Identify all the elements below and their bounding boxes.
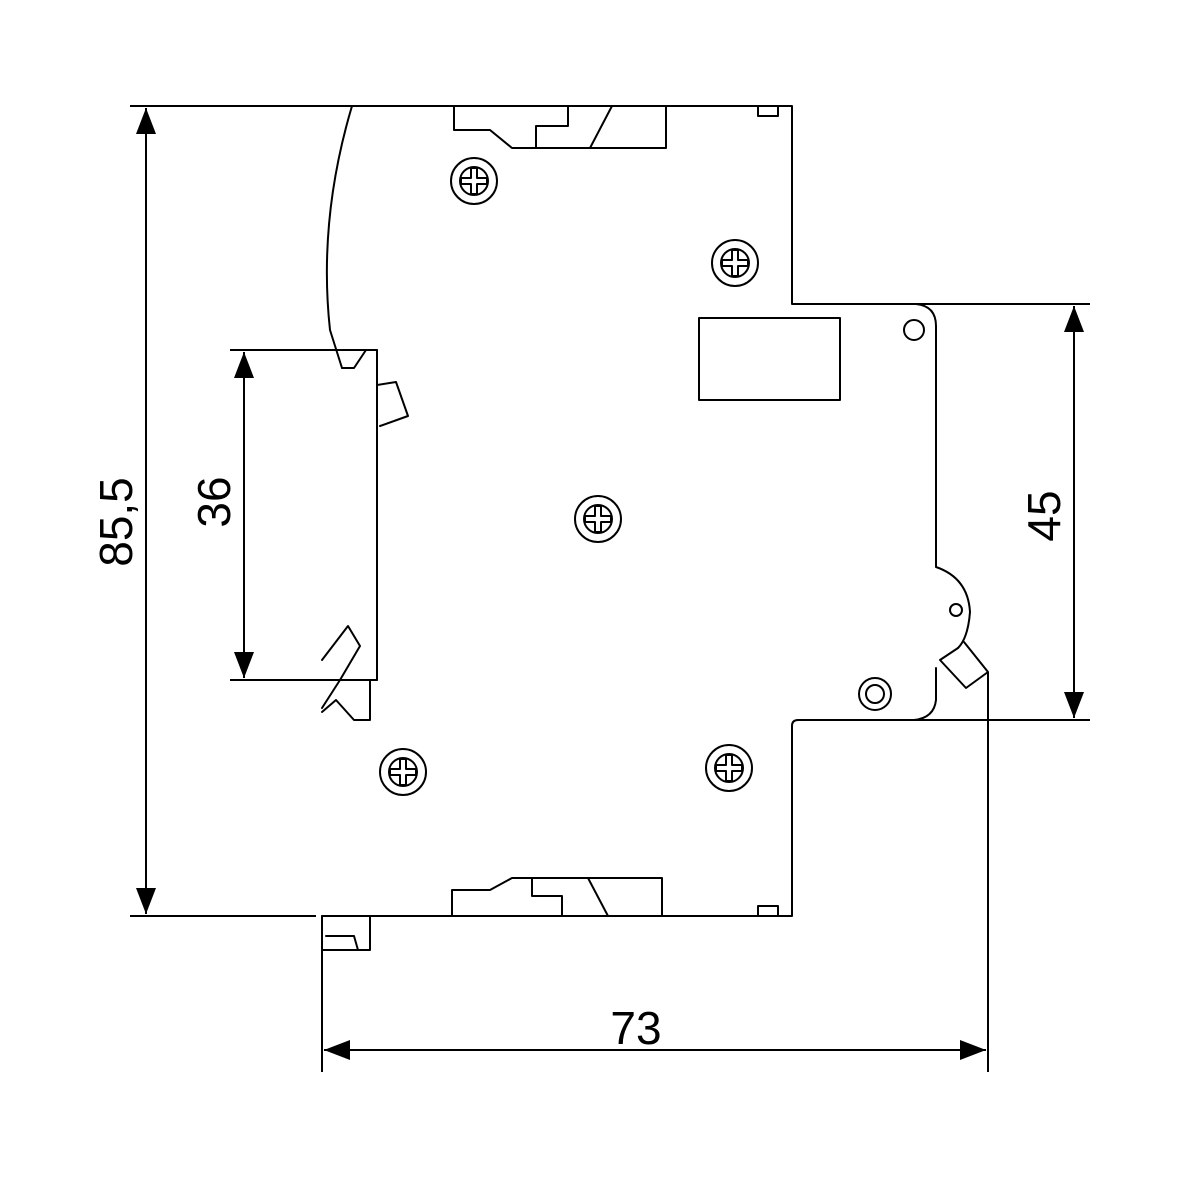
front-height-label: 45	[1018, 490, 1070, 541]
top-terminal	[453, 105, 779, 149]
din-rail-height-label: 36	[188, 476, 240, 527]
breaker-body-outline	[321, 105, 971, 917]
dimension-depth: 73	[321, 672, 989, 1072]
screw-icon	[705, 744, 753, 792]
screw-icon	[450, 157, 498, 205]
overall-height-label: 85,5	[90, 477, 142, 567]
dimension-din-rail-height: 36	[188, 349, 377, 681]
dimension-front-height: 45	[914, 303, 1090, 721]
screw-icon	[574, 495, 622, 543]
screw-icon	[379, 748, 427, 796]
depth-label: 73	[610, 1002, 661, 1054]
right-side-features	[858, 319, 989, 711]
screw-icon	[379, 157, 759, 796]
dimension-overall-height: 85,5	[90, 105, 352, 917]
label-window	[698, 317, 841, 401]
din-rail-clip	[321, 349, 409, 951]
bottom-terminal	[451, 877, 779, 917]
screw-icon	[711, 239, 759, 287]
